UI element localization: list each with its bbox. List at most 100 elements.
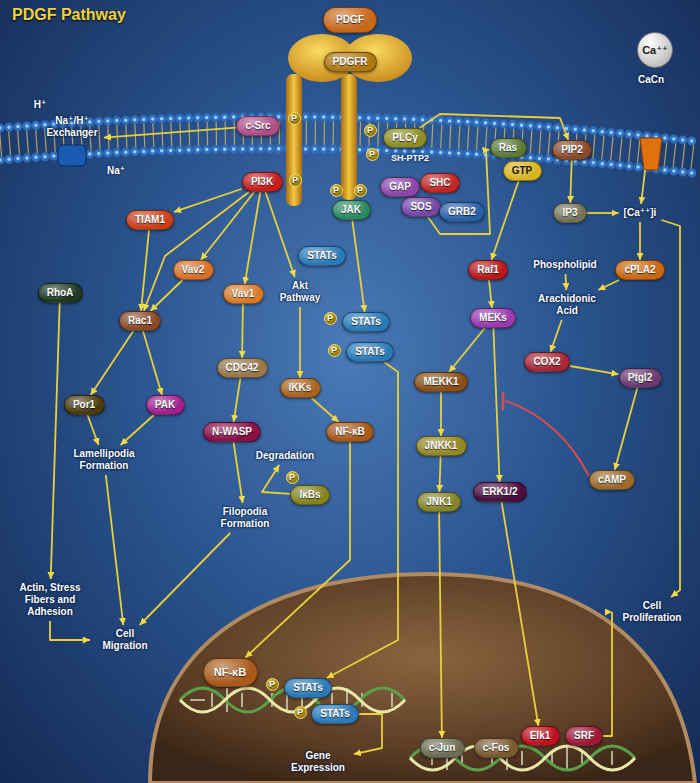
signal-arrow (502, 502, 539, 726)
signal-arrow (88, 415, 99, 445)
signal-arrow (641, 170, 645, 204)
phosphate-circle: P (294, 706, 307, 719)
node-text: NF-κB (335, 426, 364, 438)
node-text: JAK (341, 204, 361, 216)
node-text: Phospholipid (533, 259, 596, 271)
node-text: P (331, 345, 337, 355)
node-text: JNK1 (426, 496, 452, 508)
node-text: Filopodia Formation (216, 506, 274, 530)
node-text: SHC (429, 177, 450, 189)
node-text: c-Jun (429, 742, 456, 754)
nucleus-envelope (150, 574, 695, 783)
ion-channel: CaCn (631, 72, 671, 170)
signal-arrow (50, 621, 90, 640)
protein-node: N-WASP (203, 422, 261, 442)
inhibition-bar (502, 392, 505, 410)
node-text: Na⁺/H⁺ Exchanger (42, 115, 102, 139)
protein-node: SRF (565, 726, 603, 746)
node-text: PLCγ (392, 132, 418, 144)
signal-arrow (491, 181, 518, 260)
outcome-text: Arachidonic Acid (529, 290, 605, 320)
protein-node: ERK1/2 (473, 482, 527, 502)
phosphate-circle: P (288, 112, 301, 125)
signal-arrow (51, 303, 60, 579)
free-label: H⁺ (34, 99, 47, 110)
node-text: Ptgl2 (628, 372, 652, 384)
protein-node: STATs (311, 704, 359, 724)
protein-node: IP3 (553, 203, 587, 223)
node-text: ERK1/2 (482, 486, 517, 498)
signal-arrow (449, 328, 485, 372)
signal-arrow (439, 456, 440, 492)
protein-node: c-Src (236, 116, 280, 136)
node-text: Actin, Stress Fibers and Adhesion (9, 582, 91, 618)
protein-node: IKKs (280, 378, 321, 398)
protein-node: PDGF (323, 7, 377, 33)
signal-arrow (551, 320, 562, 352)
node-text: TIAM1 (135, 214, 165, 226)
node-text: IKKs (289, 382, 312, 394)
protein-node: STATs (346, 342, 394, 362)
outcome-text: Degradation (251, 447, 320, 465)
node-text: cAMP (598, 474, 626, 486)
signal-arrow (121, 415, 154, 445)
node-text: Ca⁺⁺ (642, 44, 668, 56)
node-text: STATs (293, 682, 322, 694)
protein-node: PDGFR (324, 52, 377, 72)
node-text: MEKs (479, 312, 507, 324)
protein-node: RhoA (38, 283, 83, 303)
protein-node: MEKs (470, 308, 516, 328)
nucleus (150, 574, 695, 783)
exchanger-channel (58, 145, 86, 166)
node-text: P (292, 175, 298, 185)
phosphate-circle: P (366, 148, 379, 161)
protein-node: JNKK1 (416, 436, 467, 456)
phosphate-circle: P (266, 678, 279, 691)
protein-node: STATs (298, 246, 346, 266)
node-text: SRF (574, 730, 594, 742)
signal-arrow (598, 280, 619, 290)
node-text: GRB2 (448, 206, 476, 218)
signal-arrow (352, 220, 364, 312)
protein-node: Raf1 (468, 260, 508, 280)
phosphate-circle: P (289, 174, 302, 187)
outcome-text: Gene Expression (282, 747, 354, 777)
protein-node: PI3K (242, 172, 283, 192)
signal-arrow (354, 714, 382, 754)
signal-arrow (201, 192, 254, 260)
protein-node: TIAM1 (126, 210, 174, 230)
node-text: P (297, 707, 303, 717)
node-text: c-Src (245, 120, 270, 132)
node-text: Rac1 (128, 315, 152, 327)
node-text: P (327, 313, 333, 323)
signal-arrow (299, 307, 301, 378)
signal-arrow (603, 612, 612, 736)
signal-arrow (615, 388, 638, 470)
signal-arrow (440, 392, 442, 436)
protein-node: GTP (503, 161, 542, 181)
protein-node: c-Fos (474, 738, 519, 758)
protein-node: JAK (332, 200, 371, 220)
protein-node: IκBs (290, 485, 330, 505)
node-text: STATs (355, 346, 384, 358)
protein-node: COX2 (524, 352, 570, 372)
protein-node: Vav1 (223, 284, 264, 304)
signal-arrow (493, 328, 499, 482)
signal-arrow (489, 280, 492, 308)
node-text: P (269, 679, 275, 689)
signal-arrow (143, 331, 162, 395)
node-text: PDGF (336, 14, 364, 26)
signal-arrow (266, 192, 295, 277)
protein-node: NF-κB (326, 422, 374, 442)
outcome-text: Cell Migration (90, 625, 160, 655)
node-text: IκBs (299, 489, 320, 501)
outcome-text: Phospholipid (528, 256, 602, 274)
node-text: PI3K (251, 176, 273, 188)
protein-node: PIP2 (552, 140, 592, 160)
protein-node: STATs (284, 678, 332, 698)
node-text: STATs (351, 316, 380, 328)
signal-arrow (141, 230, 149, 311)
node-text: c-Fos (483, 742, 510, 754)
